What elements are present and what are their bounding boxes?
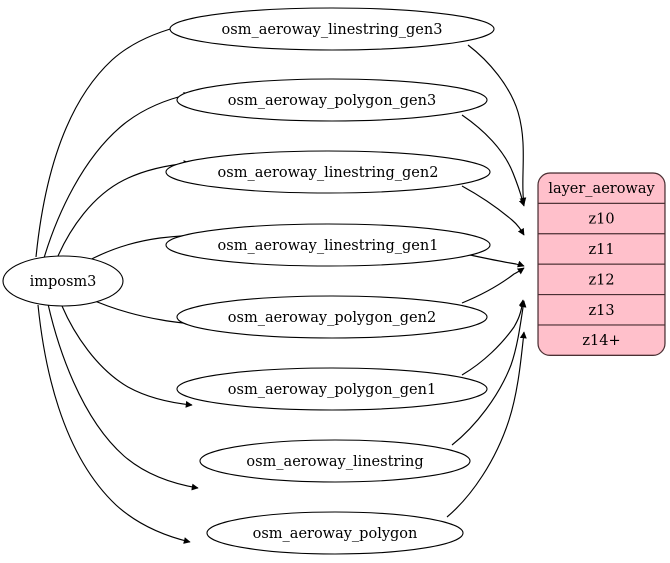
node-osm_aeroway_polygon[interactable]: osm_aeroway_polygon [206, 511, 464, 555]
table-row-label-z14+: z14+ [582, 333, 620, 349]
table-row-label-z12: z12 [588, 272, 614, 288]
node-label: imposm3 [30, 274, 97, 290]
node-label: osm_aeroway_linestring_gen2 [218, 165, 439, 181]
node-osm_aeroway_polygon_gen1[interactable]: osm_aeroway_polygon_gen1 [176, 367, 488, 411]
edge-osm_aeroway_linestring_gen2-to-z11 [461, 185, 525, 236]
node-osm_aeroway_linestring_gen3[interactable]: osm_aeroway_linestring_gen3 [169, 7, 495, 51]
node-osm_aeroway_polygon_gen2[interactable]: osm_aeroway_polygon_gen2 [176, 295, 488, 339]
table-header-label: layer_aeroway [548, 181, 655, 197]
ellipse-shape [2, 255, 124, 307]
edge-osm_aeroway_linestring_gen3-to-z10 [467, 44, 527, 205]
edge-osm_aeroway_polygon_gen1-to-z13 [461, 299, 526, 376]
nodes-layer: imposm3 osm_aeroway_linestring_gen3 osm_ae… [2, 7, 495, 555]
edge-imposm3-to-osm_aeroway_polygon [37, 304, 191, 544]
ellipse-shape [176, 78, 488, 122]
edge-imposm3-to-osm_aeroway_linestring [47, 303, 199, 491]
node-imposm3[interactable]: imposm3 [2, 255, 124, 307]
node-label: osm_aeroway_polygon_gen1 [228, 382, 436, 398]
ellipse-shape [199, 439, 471, 483]
ellipse-shape [165, 150, 491, 194]
edge-osm_aeroway_polygon-to-z14+ [446, 331, 527, 518]
node-osm_aeroway_polygon_gen3[interactable]: osm_aeroway_polygon_gen3 [176, 78, 488, 122]
table-cell-z10[interactable] [538, 202, 665, 235]
table-outline [537, 172, 666, 356]
ellipse-shape [176, 295, 488, 339]
node-label: osm_aeroway_linestring_gen1 [218, 238, 439, 254]
edge-imposm3-to-osm_aeroway_polygon_gen3 [43, 92, 191, 259]
node-osm_aeroway_linestring[interactable]: osm_aeroway_linestring [199, 439, 471, 483]
node-osm_aeroway_linestring_gen2[interactable]: osm_aeroway_linestring_gen2 [165, 150, 491, 194]
edge-imposm3-to-osm_aeroway_linestring_gen3 [35, 23, 186, 258]
node-label: osm_aeroway_linestring_gen3 [222, 22, 443, 38]
node-label: osm_aeroway_polygon_gen3 [228, 93, 436, 109]
ellipse-shape [165, 223, 491, 267]
ellipse-shape [169, 7, 495, 51]
node-osm_aeroway_linestring_gen1[interactable]: osm_aeroway_linestring_gen1 [165, 223, 491, 267]
table-node-layer: layer_aeroway z10 z11 z12 z13 z14+ [537, 172, 666, 356]
node-label: osm_aeroway_polygon [253, 526, 418, 542]
node-label: osm_aeroway_linestring [246, 454, 423, 470]
table-cell-z14+[interactable] [538, 324, 665, 356]
table-row-label-z11: z11 [588, 242, 614, 258]
table-row-label-z10: z10 [588, 212, 614, 228]
edge-osm_aeroway_polygon_gen2-to-z12 [461, 267, 525, 304]
ellipse-shape [206, 511, 464, 555]
edge-imposm3-to-osm_aeroway_polygon_gen1 [61, 305, 193, 408]
node-label: osm_aeroway_polygon_gen2 [228, 310, 436, 326]
table-cell-z13[interactable] [538, 294, 665, 326]
edge-osm_aeroway_linestring-to-z13 [451, 300, 527, 446]
edge-osm_aeroway_linestring_gen1-to-z12 [469, 254, 525, 268]
table-cell-z12[interactable] [538, 263, 665, 296]
ellipse-shape [176, 367, 488, 411]
edge-imposm3-to-osm_aeroway_linestring_gen2 [57, 160, 191, 257]
edges-layer [35, 23, 527, 544]
table-node-layer_aeroway[interactable]: layer_aeroway z10 z11 z12 z13 z14+ [538, 173, 665, 356]
table-row-label-z13: z13 [588, 303, 614, 319]
edge-osm_aeroway_polygon_gen3-to-z10 [461, 114, 526, 207]
